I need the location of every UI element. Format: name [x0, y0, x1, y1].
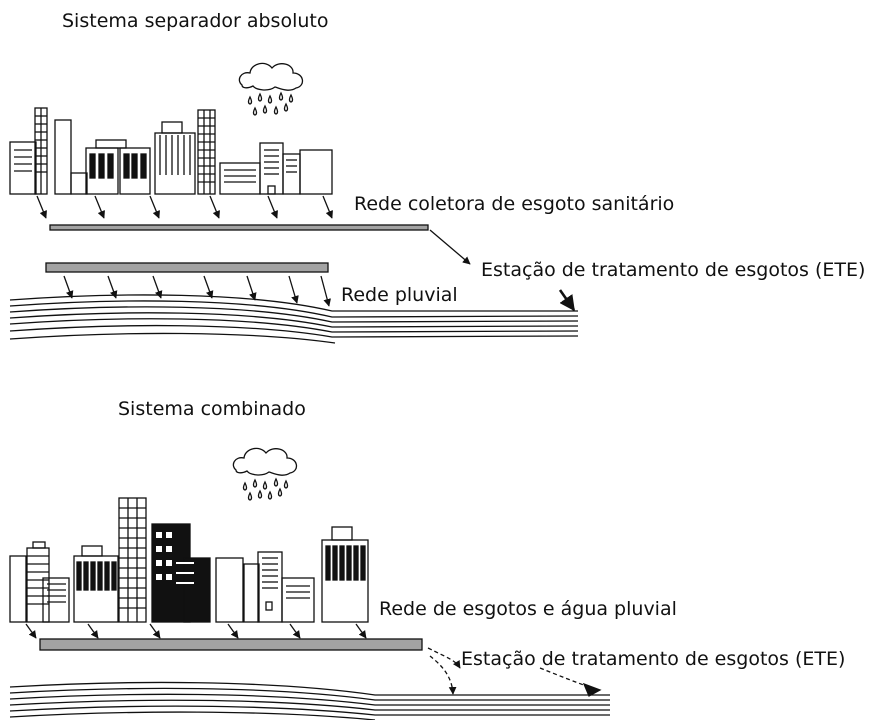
building-drain-arrows-top: [36, 195, 333, 219]
treatment-station-label-bottom: Estação de tratamento de esgotos (ETE): [461, 648, 846, 670]
storm-water-pipe: [45, 262, 329, 273]
storm-drain-arrows: [63, 275, 331, 307]
city-buildings-bottom: [9, 497, 369, 623]
treatment-station-label-top: Estação de tratamento de esgotos (ETE): [481, 259, 866, 281]
top-title: Sistema separador absoluto: [62, 10, 329, 32]
storm-network-label: Rede pluvial: [341, 284, 458, 306]
city-buildings-top: [9, 107, 333, 195]
river-to-treatment-arrow-top: [558, 289, 576, 312]
combined-network-label: Rede de esgotos e água pluvial: [379, 598, 677, 620]
cloud-rain-icon-top: [238, 62, 304, 116]
arrow-to-treatment-station-top: [429, 229, 471, 265]
building-drain-arrows-bottom: [25, 623, 367, 639]
treatment-arrowhead-bottom: [582, 682, 602, 697]
bottom-title: Sistema combinado: [118, 398, 306, 420]
combined-sewer-pipe: [39, 638, 423, 651]
river-top: [9, 294, 579, 344]
overflow-dashed-arrows: [427, 647, 593, 695]
sanitary-network-label: Rede coletora de esgoto sanitário: [354, 193, 675, 215]
river-bottom: [9, 681, 610, 720]
sanitary-sewer-pipe: [49, 224, 429, 231]
cloud-rain-icon-bottom: [232, 447, 298, 501]
